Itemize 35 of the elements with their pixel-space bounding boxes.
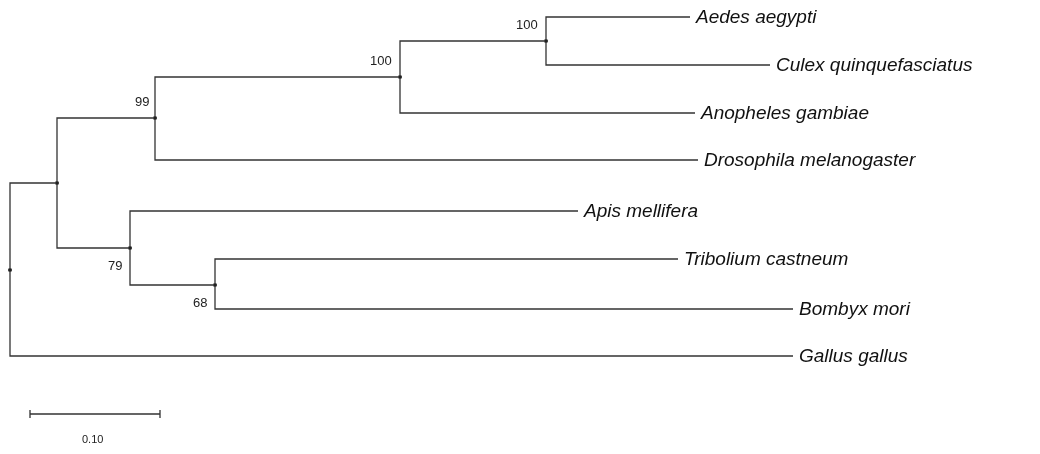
tree-branch [154, 119, 699, 161]
branch-node [128, 246, 132, 250]
bootstrap-value: 100 [370, 53, 392, 68]
species-label: Aedes aegypti [696, 6, 817, 28]
tree-branch [129, 210, 579, 247]
branch-node [153, 116, 157, 120]
bootstrap-value: 79 [108, 258, 123, 273]
tree-branch [9, 271, 794, 357]
bootstrap-value: 99 [135, 94, 150, 109]
branch-node [398, 75, 402, 79]
species-label: Anopheles gambiae [701, 102, 869, 124]
species-label: Gallus gallus [799, 345, 908, 367]
species-label: Bombyx mori [799, 298, 910, 320]
species-label: Tribolium castneum [684, 248, 849, 270]
tree-branch [214, 258, 679, 284]
tree-branch [9, 182, 56, 269]
species-label: Culex quinquefasciatus [776, 54, 973, 76]
tree-branch [56, 117, 154, 182]
tree-branch [129, 249, 214, 286]
branch-node [55, 181, 59, 185]
scale-value: 0.10 [82, 432, 104, 447]
tree-branch [545, 42, 771, 66]
tree-branch [154, 76, 399, 117]
tree-branch [56, 184, 129, 249]
tree-branch [545, 16, 691, 40]
species-label: Apis mellifera [584, 200, 699, 222]
branch-node [213, 283, 217, 287]
bootstrap-value: 68 [193, 295, 208, 310]
branch-node [8, 268, 12, 272]
tree-branch [399, 78, 696, 114]
tree-branch [214, 286, 794, 310]
tree-branch [399, 40, 545, 76]
bootstrap-value: 100 [516, 17, 538, 32]
species-label: Drosophila melanogaster [704, 149, 916, 171]
branch-node [544, 39, 548, 43]
